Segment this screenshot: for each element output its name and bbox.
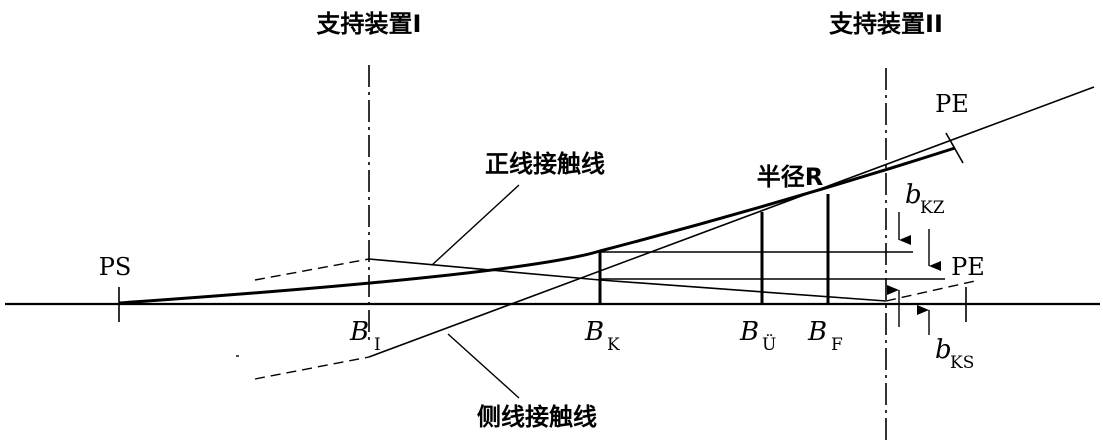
b-kz-subscript: KZ xyxy=(920,198,945,218)
support-1-label: 支持装置I xyxy=(317,10,422,38)
b-f-subscript: F xyxy=(831,335,843,355)
pe-right-label: PE xyxy=(951,253,985,281)
b-kz-label: b xyxy=(905,180,922,210)
side-wire-label: 侧线接触线 xyxy=(477,403,597,431)
b-ks-subscript: KS xyxy=(950,353,974,373)
main-wire-dashed-left xyxy=(254,258,370,281)
pe-curve-tick xyxy=(945,132,964,164)
b-k-label: B xyxy=(584,317,604,347)
b-u-subscript: Ü xyxy=(762,334,776,355)
b-u-label: B xyxy=(739,317,759,347)
side-wire-leader xyxy=(447,333,520,399)
main-contact-wire xyxy=(368,258,887,302)
side-contact-wire xyxy=(368,86,1095,358)
main-wire-leader xyxy=(431,184,520,266)
b-main-label: B xyxy=(349,317,369,347)
support-2-label: 支持装置II xyxy=(829,10,943,38)
radius-label: 半径R xyxy=(757,163,823,191)
side-wire-dashed-left xyxy=(254,356,370,380)
b-f-label: B xyxy=(807,317,827,347)
b-k-subscript: K xyxy=(607,335,620,355)
b-main-subscript: I xyxy=(374,335,381,355)
ps-label: PS xyxy=(99,253,132,281)
radius-curve xyxy=(118,146,956,305)
b-ks-label: b xyxy=(935,335,952,365)
pe-top-label: PE xyxy=(935,90,969,118)
main-wire-label: 正线接触线 xyxy=(485,150,605,178)
